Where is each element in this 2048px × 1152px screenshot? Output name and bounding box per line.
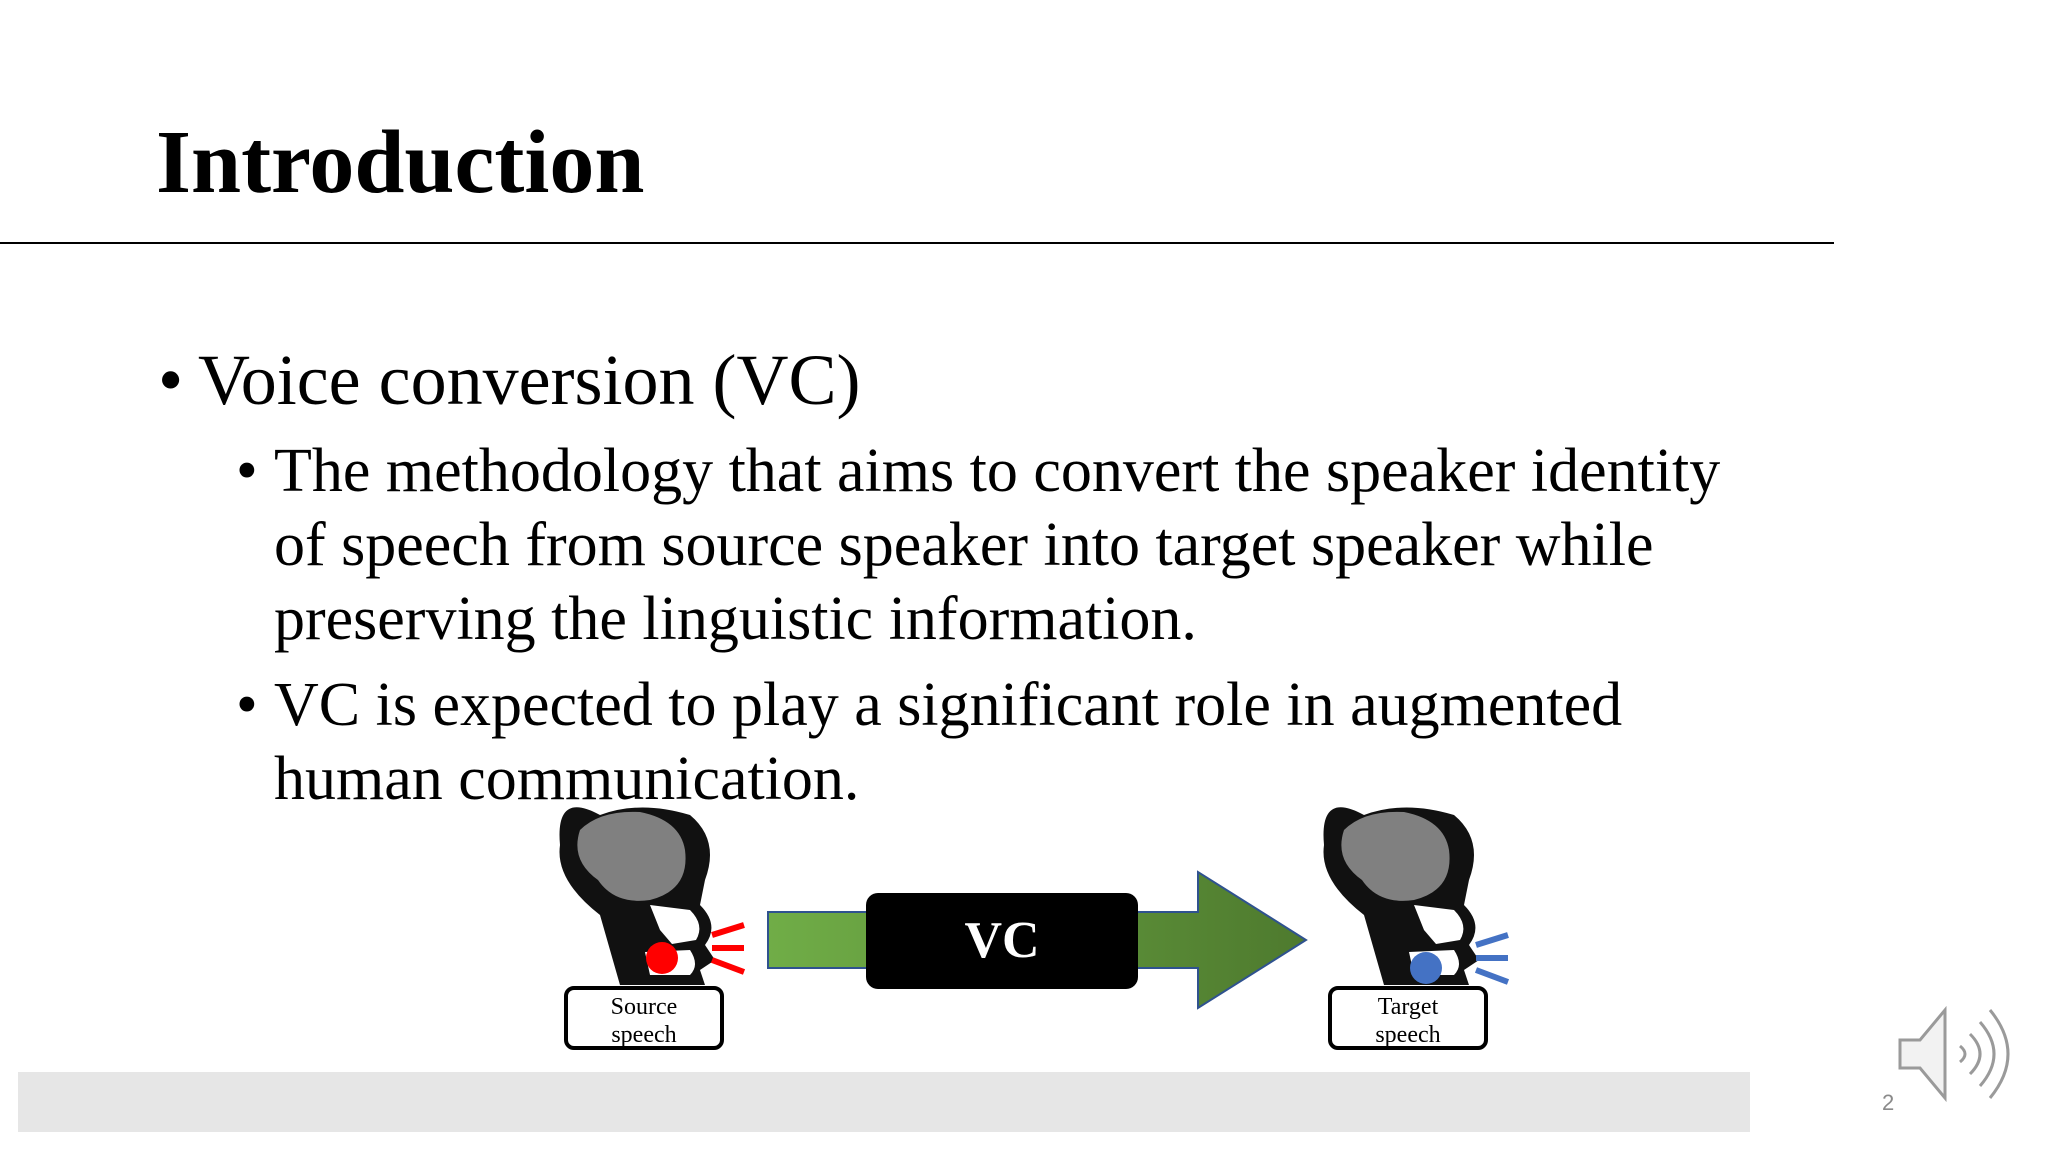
source-label-box [564,986,724,1050]
sub-bullet-line: human communication. [274,745,860,813]
vc-label: VC [964,912,1039,969]
page-number: 2 [1882,1090,1895,1115]
bullet-marker: • [236,437,258,505]
target-label-line-2: speech [1375,1022,1440,1048]
speaker-icon[interactable] [1898,1005,2010,1103]
target-label-box [1328,986,1488,1050]
source-head-icon [559,807,746,985]
source-label-line-2: speech [611,1022,676,1048]
target-sound-waves [1474,932,1510,985]
target-head-icon [1323,807,1510,985]
target-voice-dot [1410,952,1442,984]
target-label-line-1: Target [1378,994,1439,1020]
source-voice-dot [646,942,678,974]
vc-box [866,893,1138,989]
bullet-text: Voice conversion (VC) [198,340,861,420]
progress-bar-track[interactable] [18,1072,1750,1132]
source-sound-waves [710,922,746,975]
sub-bullet-line: The methodology that aims to convert the… [274,437,1721,505]
bullet-marker: • [236,671,258,739]
title-divider [0,242,1834,244]
sub-bullet-line: of speech from source speaker into targe… [274,511,1654,579]
source-label-line-1: Source [611,994,678,1020]
sub-bullet-line: VC is expected to play a significant rol… [274,671,1623,739]
slide-title: Introduction [156,113,645,212]
bullet-marker: • [158,340,184,420]
sub-bullet-line: preserving the linguistic information. [274,585,1197,653]
